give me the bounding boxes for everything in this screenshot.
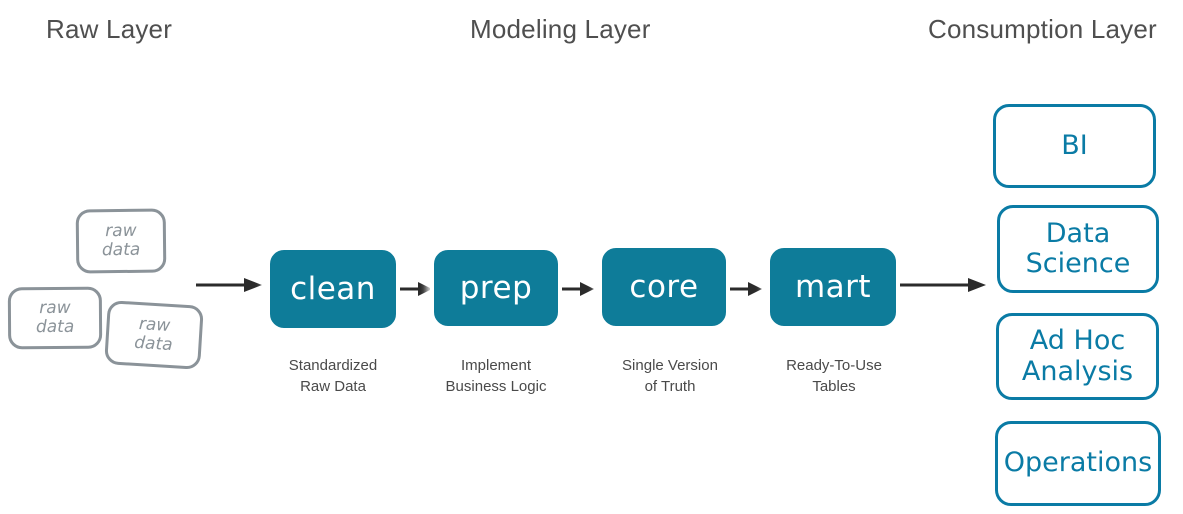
caption-line2: Tables xyxy=(812,378,856,396)
modeling-stage-prep[interactable]: prep xyxy=(430,246,562,330)
modeling-stage-label: clean xyxy=(290,271,376,307)
modeling-caption-prep: Implement Business Logic xyxy=(406,355,586,398)
modeling-stage-mart[interactable]: mart xyxy=(766,244,900,330)
arrow-right-icon xyxy=(562,282,594,296)
caption-line1: Standardized xyxy=(288,357,378,374)
raw-data-box: raw data xyxy=(7,286,103,350)
layer-title-consumption: Consumption Layer xyxy=(928,14,1157,44)
caption-line2: Business Logic xyxy=(445,378,547,396)
modeling-stage-label: core xyxy=(629,269,699,305)
raw-data-label-line2: data xyxy=(35,316,75,338)
consumption-target-ad-hoc-analysis[interactable]: Ad Hoc Analysis xyxy=(996,313,1159,400)
raw-data-label-line1: raw xyxy=(39,297,71,319)
layer-title-modeling: Modeling Layer xyxy=(470,14,651,44)
layer-title-raw: Raw Layer xyxy=(46,14,173,44)
arrow-right-icon xyxy=(900,278,986,292)
consumption-label-line1: Operations xyxy=(1003,447,1153,479)
raw-data-label-line2: data xyxy=(101,239,141,261)
modeling-stage-core[interactable]: core xyxy=(598,244,730,330)
caption-line2: Raw Data xyxy=(300,378,366,396)
consumption-label-line1: BI xyxy=(1061,129,1088,161)
caption-line1: Implement xyxy=(460,357,532,374)
modeling-stage-clean[interactable]: clean xyxy=(266,246,400,332)
consumption-label-line2: Science xyxy=(1025,248,1131,279)
caption-line2: of Truth xyxy=(644,378,696,396)
arrow-right-icon xyxy=(400,282,432,296)
consumption-target-data-science[interactable]: Data Science xyxy=(997,205,1159,293)
modeling-stage-label: mart xyxy=(794,269,872,305)
raw-data-box: raw data xyxy=(104,300,204,370)
arrow-right-icon xyxy=(730,282,762,296)
raw-data-label-line2: data xyxy=(133,332,174,356)
consumption-target-operations[interactable]: Operations xyxy=(995,421,1161,506)
arrow-right-icon xyxy=(196,278,262,292)
modeling-caption-core: Single Version of Truth xyxy=(580,355,760,398)
raw-data-box: raw data xyxy=(75,208,167,274)
caption-line1: Single Version xyxy=(622,357,718,374)
consumption-target-bi[interactable]: BI xyxy=(993,104,1156,188)
consumption-label-line1: Data xyxy=(1045,217,1111,249)
modeling-stage-label: prep xyxy=(459,270,533,306)
consumption-label-line2: Analysis xyxy=(1021,355,1134,387)
raw-data-label-line1: raw xyxy=(105,220,137,242)
modeling-caption-clean: Standardized Raw Data xyxy=(243,355,423,398)
caption-line1: Ready-To-Use xyxy=(786,357,882,374)
consumption-label-line1: Ad Hoc xyxy=(1029,325,1126,357)
modeling-caption-mart: Ready-To-Use Tables xyxy=(744,355,924,398)
